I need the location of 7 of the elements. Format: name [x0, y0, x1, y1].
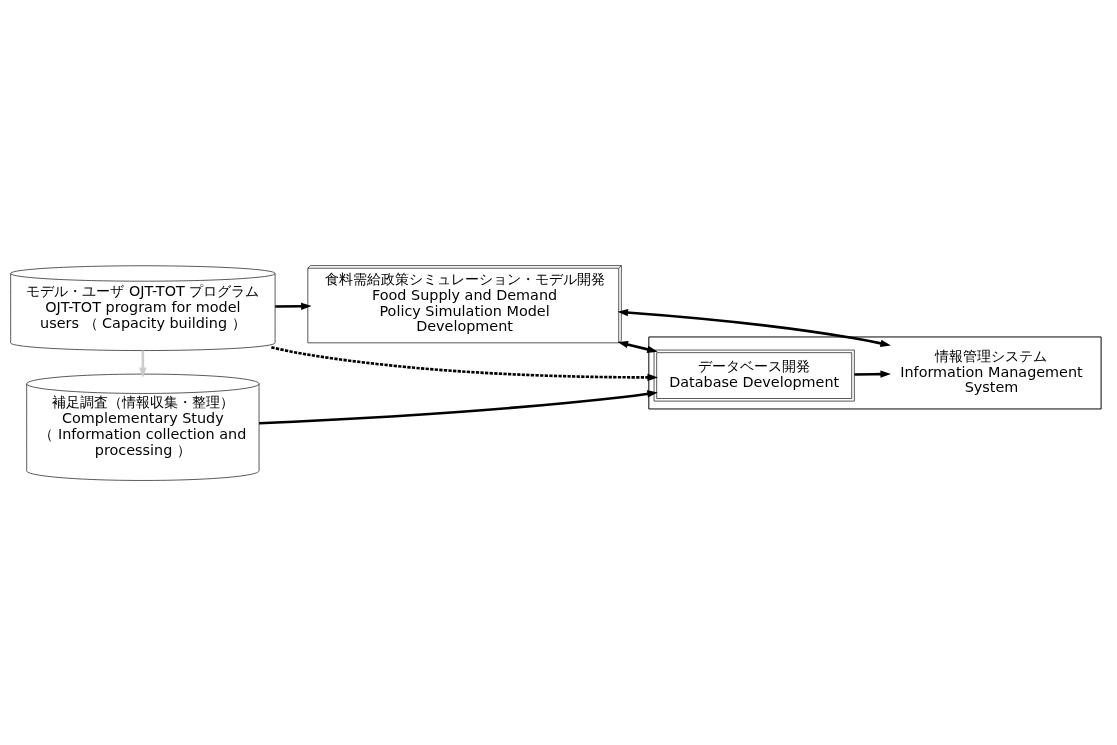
- arrow: [275, 302, 312, 310]
- arrow: [271, 345, 658, 381]
- arrow: [854, 370, 891, 378]
- arrow: [617, 340, 658, 353]
- arrow: [139, 350, 147, 378]
- arrow: [617, 308, 891, 347]
- arrow: [259, 389, 658, 424]
